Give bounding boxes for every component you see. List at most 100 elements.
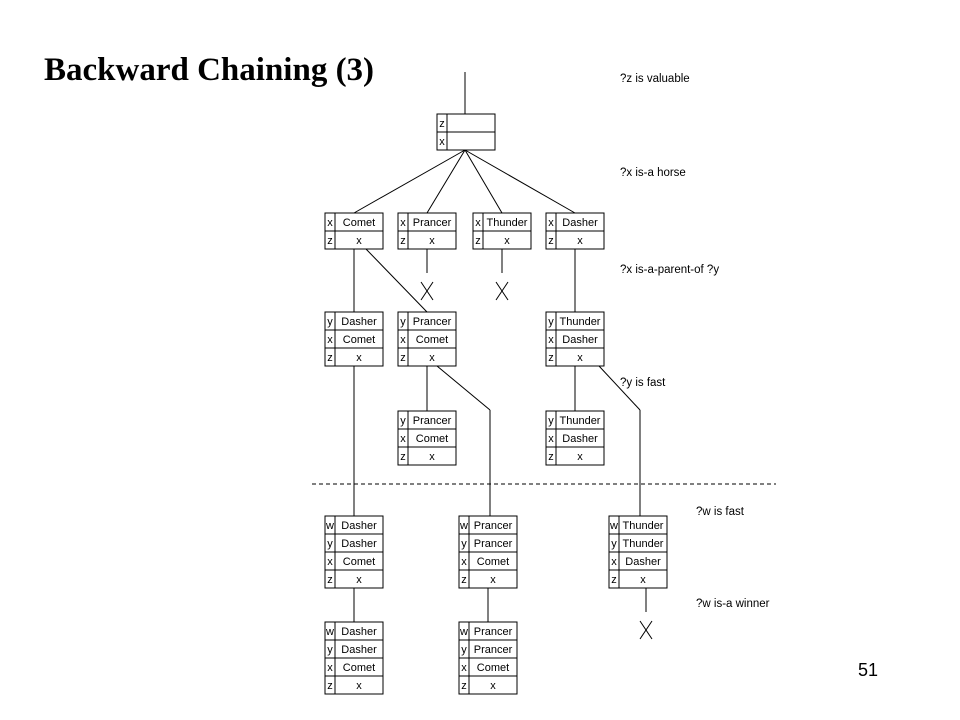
binding-var: x [461, 556, 467, 568]
binding-value: Comet [477, 662, 509, 674]
binding-var: x [475, 217, 481, 229]
root-binding-box-1: zx [436, 113, 496, 151]
binding-value: Thunder [623, 538, 664, 550]
binding-value: Dasher [625, 556, 661, 568]
binding-value: x [504, 235, 510, 247]
binding-value: Comet [343, 662, 375, 674]
binding-var: z [439, 118, 445, 130]
binding-value: x [577, 451, 583, 463]
binding-var: z [461, 680, 467, 692]
binding-value: Dasher [341, 538, 377, 550]
binding-var: x [400, 334, 406, 346]
binding-var: x [611, 556, 617, 568]
failure-cross-icon [639, 620, 653, 640]
binding-value: Dasher [562, 217, 598, 229]
binding-value: Dasher [562, 334, 598, 346]
binding-value: x [356, 574, 362, 586]
binding-value: Prancer [474, 538, 513, 550]
binding-value: Prancer [474, 644, 513, 656]
failure-cross-icon [420, 281, 434, 301]
binding-value: Comet [343, 556, 375, 568]
binding-var: x [400, 217, 406, 229]
binding-var: w [459, 520, 468, 532]
binding-value: x [577, 235, 583, 247]
rule-label: ?w is-a winner [696, 598, 770, 610]
binding-var: y [327, 538, 333, 550]
tree-edge [464, 149, 576, 214]
binding-value: x [640, 574, 646, 586]
binding-var: y [548, 316, 554, 328]
binding-var: y [400, 415, 406, 427]
binding-var: z [327, 574, 333, 586]
binding-var: x [548, 217, 554, 229]
binding-value: Prancer [474, 626, 513, 638]
binding-value: Dasher [341, 520, 377, 532]
binding-var: x [461, 662, 467, 674]
binding-var: y [327, 316, 333, 328]
binding-var: z [548, 451, 554, 463]
binding-var: z [327, 235, 333, 247]
slide-title: Backward Chaining (3) [44, 52, 375, 88]
binding-value: x [490, 680, 496, 692]
binding-value: Thunder [560, 415, 601, 427]
binding-value: Dasher [341, 316, 377, 328]
page-number: 51 [858, 660, 879, 680]
binding-value: Comet [343, 217, 375, 229]
binding-value: Dasher [341, 644, 377, 656]
binding-value: Dasher [341, 626, 377, 638]
binding-value: Prancer [474, 520, 513, 532]
failure-cross-icon [495, 281, 509, 301]
binding-value: x [429, 352, 435, 364]
binding-var: y [461, 644, 467, 656]
binding-var: x [327, 334, 333, 346]
binding-var: z [327, 680, 333, 692]
binding-value: x [490, 574, 496, 586]
rule-label: ?w is fast [696, 506, 745, 518]
binding-value: x [356, 352, 362, 364]
binding-var: w [459, 626, 468, 638]
binding-value: Thunder [487, 217, 528, 229]
tree-edge [365, 248, 428, 313]
binding-value: Comet [416, 433, 448, 445]
binding-var: x [327, 662, 333, 674]
binding-var: x [439, 136, 445, 148]
binding-var: x [548, 334, 554, 346]
binding-value: Prancer [413, 316, 452, 328]
binding-value: Prancer [413, 415, 452, 427]
binding-value: x [356, 235, 362, 247]
binding-var: w [325, 520, 334, 532]
binding-var: z [327, 352, 333, 364]
binding-var: z [400, 451, 406, 463]
binding-value: x [356, 680, 362, 692]
binding-var: z [400, 352, 406, 364]
binding-value: Comet [343, 334, 375, 346]
tree-edge [353, 149, 466, 214]
binding-value: x [577, 352, 583, 364]
binding-var: y [327, 644, 333, 656]
binding-var: z [611, 574, 617, 586]
binding-value: Comet [477, 556, 509, 568]
tree-edge [598, 365, 641, 411]
binding-var: z [461, 574, 467, 586]
binding-var: x [327, 556, 333, 568]
binding-var: x [400, 433, 406, 445]
binding-var: y [548, 415, 554, 427]
binding-var: z [548, 235, 554, 247]
binding-var: w [609, 520, 618, 532]
binding-value: x [429, 451, 435, 463]
binding-value: Thunder [560, 316, 601, 328]
tree-edge [426, 149, 466, 214]
